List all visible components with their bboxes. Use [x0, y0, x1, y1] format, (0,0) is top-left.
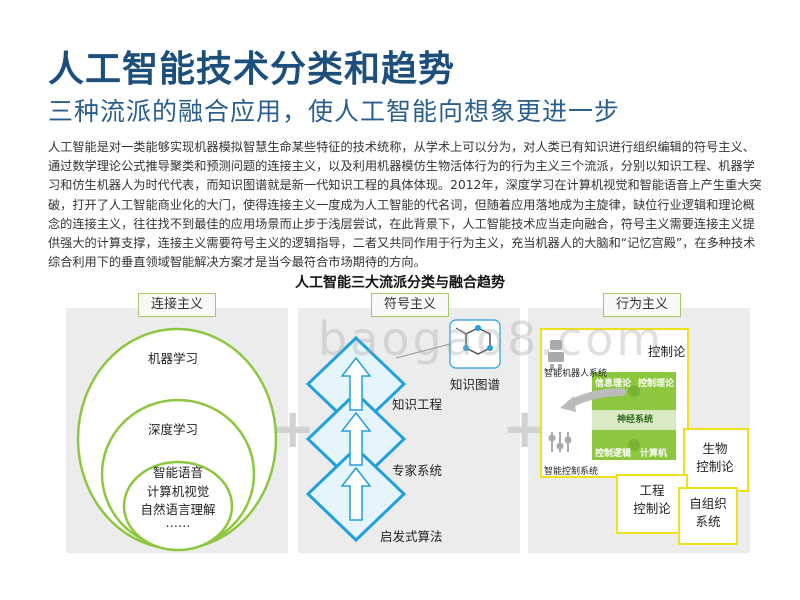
symbolism-header: 符号主义 [371, 293, 450, 317]
behaviorism-graphics [548, 340, 676, 460]
diagram-title: 人工智能三大流派分类与融合趋势 [295, 275, 505, 291]
puzzle-nervous-system: 神经系统 [617, 415, 654, 425]
page-title: 人工智能技术分类和趋势 [48, 49, 456, 90]
plus-icon: + [270, 397, 316, 460]
self-organizing-label: 自组织系统 [689, 496, 727, 529]
circle-applications [122, 460, 234, 552]
puzzle-control-logic: 控制逻辑 [595, 449, 632, 459]
robot-icon [548, 340, 564, 370]
label-knowledge-engineering: 知识工程 [392, 397, 443, 412]
bio-cybernetics-box [683, 428, 749, 492]
sliders-icon [548, 432, 572, 452]
self-organizing-box [678, 487, 738, 545]
knowledge-graph-icon [449, 319, 501, 369]
label-cybernetics: 控制论 [648, 344, 686, 359]
label-ellipsis: …… [165, 515, 191, 530]
plus-icon: + [502, 397, 548, 460]
label-nlu: 自然语言理解 [140, 502, 216, 517]
puzzle-control-theory: 控制理论 [638, 379, 675, 389]
puzzle-information-theory: 信息理论 [595, 379, 632, 389]
bio-cybernetics-label: 生物控制论 [696, 441, 734, 474]
engineering-cybernetics-label: 工程控制论 [633, 483, 671, 516]
page-subtitle: 三种流派的融合应用，使人工智能向想象更进一步 [48, 97, 621, 126]
label-intelligent-control-system: 智能控制系统 [544, 467, 599, 477]
label-deep-learning: 深度学习 [148, 422, 199, 437]
label-heuristic-algorithm: 启发式算法 [380, 529, 443, 544]
label-speech: 智能语音 [152, 465, 203, 480]
label-intelligent-robot-system: 智能机器人系统 [544, 369, 608, 379]
engineering-cybernetics-box [616, 474, 688, 534]
label-machine-learning: 机器学习 [148, 351, 199, 366]
label-knowledge-graph: 知识图谱 [450, 377, 501, 392]
connectionism-circles [76, 327, 278, 552]
behaviorism-header: 行为主义 [603, 293, 682, 317]
symbolism-diagram [305, 319, 501, 543]
label-expert-system: 专家系统 [392, 463, 443, 478]
body-paragraph: 人工智能是对一类能够实现机器模拟智慧生命某些特征的技术统称，从学术上可以分为，对… [48, 140, 762, 270]
connectionism-header: 连接主义 [138, 293, 217, 317]
puzzle-computer: 计算机 [640, 449, 668, 459]
puzzle [592, 372, 676, 460]
label-vision: 计算机视觉 [146, 484, 210, 499]
up-arrows [340, 356, 372, 521]
